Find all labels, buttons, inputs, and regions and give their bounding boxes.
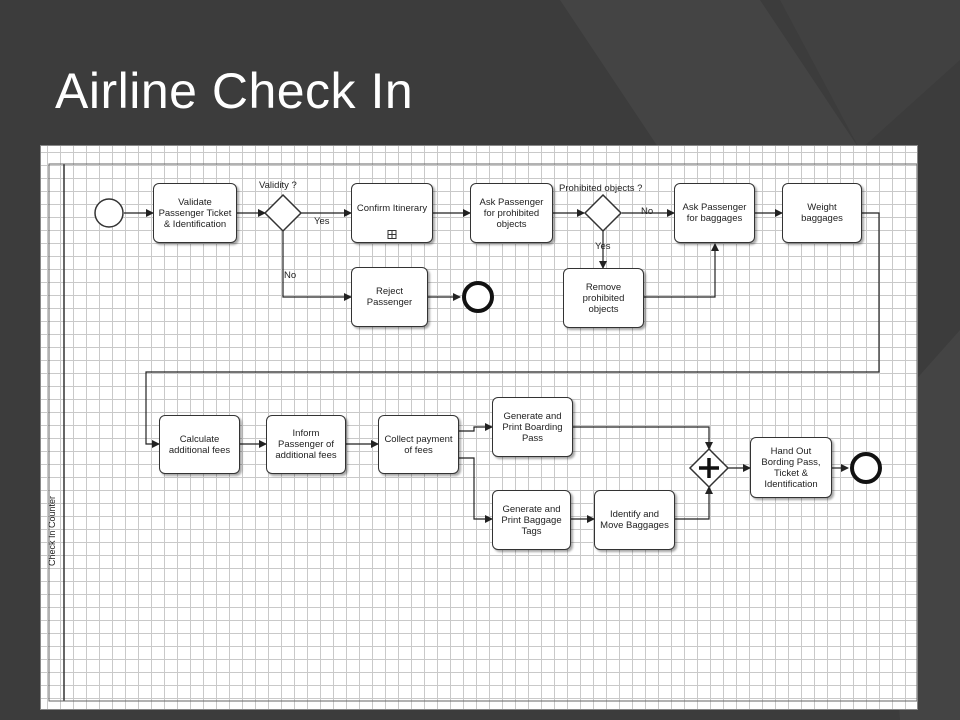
task-weight-baggage: Weight baggages <box>782 183 862 243</box>
gateway-label-prohibited: Prohibited objects ? <box>559 183 643 194</box>
task-identify-baggage: Identify and Move Baggages <box>594 490 675 550</box>
task-print-boarding-pass: Generate and Print Boarding Pass <box>492 397 573 457</box>
flow-label-validity-no: No <box>284 270 297 281</box>
gateway-prohibited <box>583 193 623 233</box>
subprocess-icon <box>387 230 397 239</box>
flow-label-validity-yes: Yes <box>314 216 330 227</box>
task-ask-baggage: Ask Passenger for baggages <box>674 183 755 243</box>
task-calculate-fees: Calculate additional fees <box>159 415 240 474</box>
task-collect-payment: Collect payment of fees <box>378 415 459 474</box>
flow-label-prohibited-no: No <box>641 206 654 217</box>
end-event-reject <box>462 281 494 313</box>
flow-collect-pass <box>459 423 493 432</box>
task-reject-passenger: Reject Passenger <box>351 267 428 327</box>
flow-weight-calculate <box>145 212 880 448</box>
lane-label: Check In Counter <box>47 495 57 567</box>
gateway-validity <box>263 193 303 233</box>
task-remove-prohibited: Remove prohibited objects <box>563 268 644 328</box>
task-hand-out-pass: Hand Out Bording Pass, Ticket & Identifi… <box>750 437 832 498</box>
task-confirm-itinerary: Confirm Itinerary <box>351 183 433 243</box>
flow-label-prohibited-yes: Yes <box>595 241 611 252</box>
flow-validity-reject <box>282 231 352 301</box>
end-event-complete <box>850 452 882 484</box>
task-print-baggage-tags: Generate and Print Baggage Tags <box>492 490 571 550</box>
start-event <box>94 198 124 228</box>
flow-collect-tags <box>459 457 493 523</box>
diagram-connectors <box>48 163 917 702</box>
task-inform-passenger: Inform Passenger of additional fees <box>266 415 346 474</box>
task-ask-prohibited: Ask Passenger for prohibited objects <box>470 183 553 243</box>
plus-icon <box>699 458 719 478</box>
lane-border <box>48 163 917 702</box>
flow-pass-gateway <box>573 426 713 450</box>
flow-remove-ask-baggage <box>644 243 719 298</box>
task-validate-ticket: Validate Passenger Ticket & Identificati… <box>153 183 237 243</box>
flow-identify-gateway <box>675 486 713 520</box>
slide-title: Airline Check In <box>55 63 414 119</box>
gateway-label-validity: Validity ? <box>259 180 297 191</box>
bpmn-diagram: Check In Counter Validate Passenger Tick… <box>40 145 918 710</box>
